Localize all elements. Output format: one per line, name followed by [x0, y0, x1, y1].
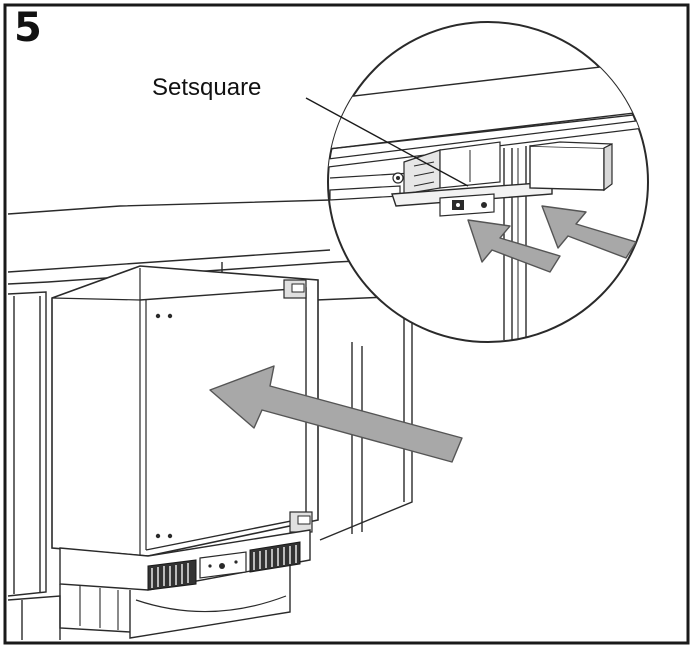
push-arrow-icon	[541, 205, 637, 259]
vent-grille-left	[147, 559, 197, 591]
push-arrow-icon	[467, 219, 561, 273]
step-number: 5	[14, 5, 42, 51]
appliance	[51, 265, 319, 557]
appliance-base	[59, 529, 311, 639]
callout-label-setsquare: Setsquare	[152, 74, 262, 101]
callout-leader-line	[305, 97, 469, 187]
setsquare	[391, 141, 613, 217]
detail-magnifier	[327, 21, 649, 343]
hinge-mechanism	[392, 141, 501, 195]
figure-border	[3, 3, 690, 645]
vent-grille-right	[249, 541, 301, 573]
push-arrow-icon	[209, 365, 463, 463]
